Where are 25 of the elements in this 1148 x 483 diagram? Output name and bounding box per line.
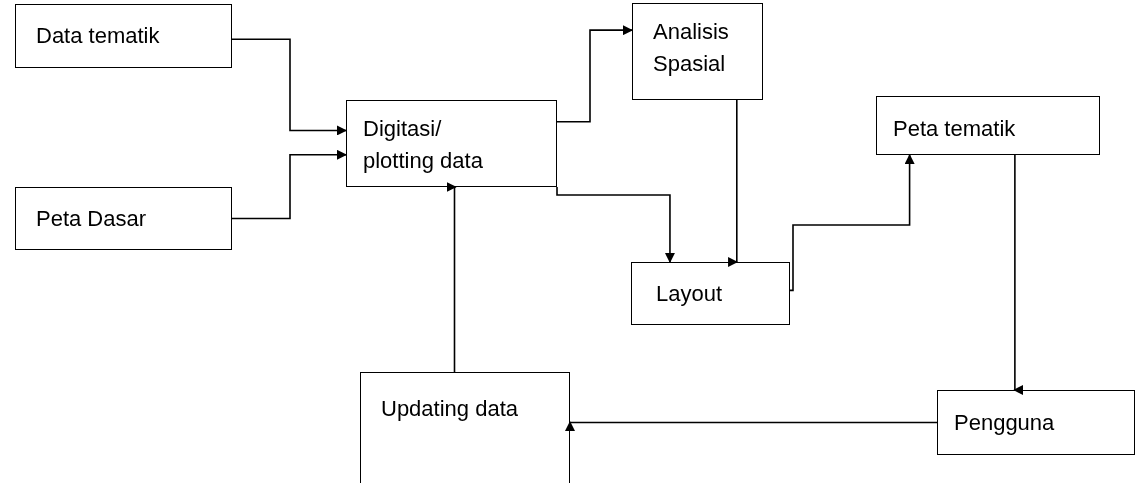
box-label: Analisis Spasial xyxy=(653,18,730,78)
arrow xyxy=(556,25,633,123)
process-box xyxy=(15,187,232,250)
process-box xyxy=(631,262,790,325)
process-box xyxy=(876,96,1100,155)
process-box xyxy=(360,372,570,483)
arrow xyxy=(231,38,347,136)
process-box xyxy=(937,390,1135,455)
box-label: Pengguna xyxy=(954,408,1055,437)
box-label: Data tematik xyxy=(36,22,160,51)
box-label: Layout xyxy=(656,279,723,308)
arrow xyxy=(1013,154,1024,395)
arrow xyxy=(789,154,915,292)
box-label: Digitasi/ plotting data xyxy=(363,115,484,175)
process-box xyxy=(632,3,763,100)
box-label: Updating data xyxy=(381,395,519,423)
process-box xyxy=(346,100,557,187)
box-label: Peta tematik xyxy=(893,115,1017,143)
arrow xyxy=(446,182,457,373)
arrow xyxy=(231,149,347,220)
arrow xyxy=(565,420,938,431)
box-label: Peta Dasar xyxy=(36,204,147,233)
arrow xyxy=(556,186,675,263)
arrow xyxy=(728,99,739,267)
process-box xyxy=(15,4,232,68)
